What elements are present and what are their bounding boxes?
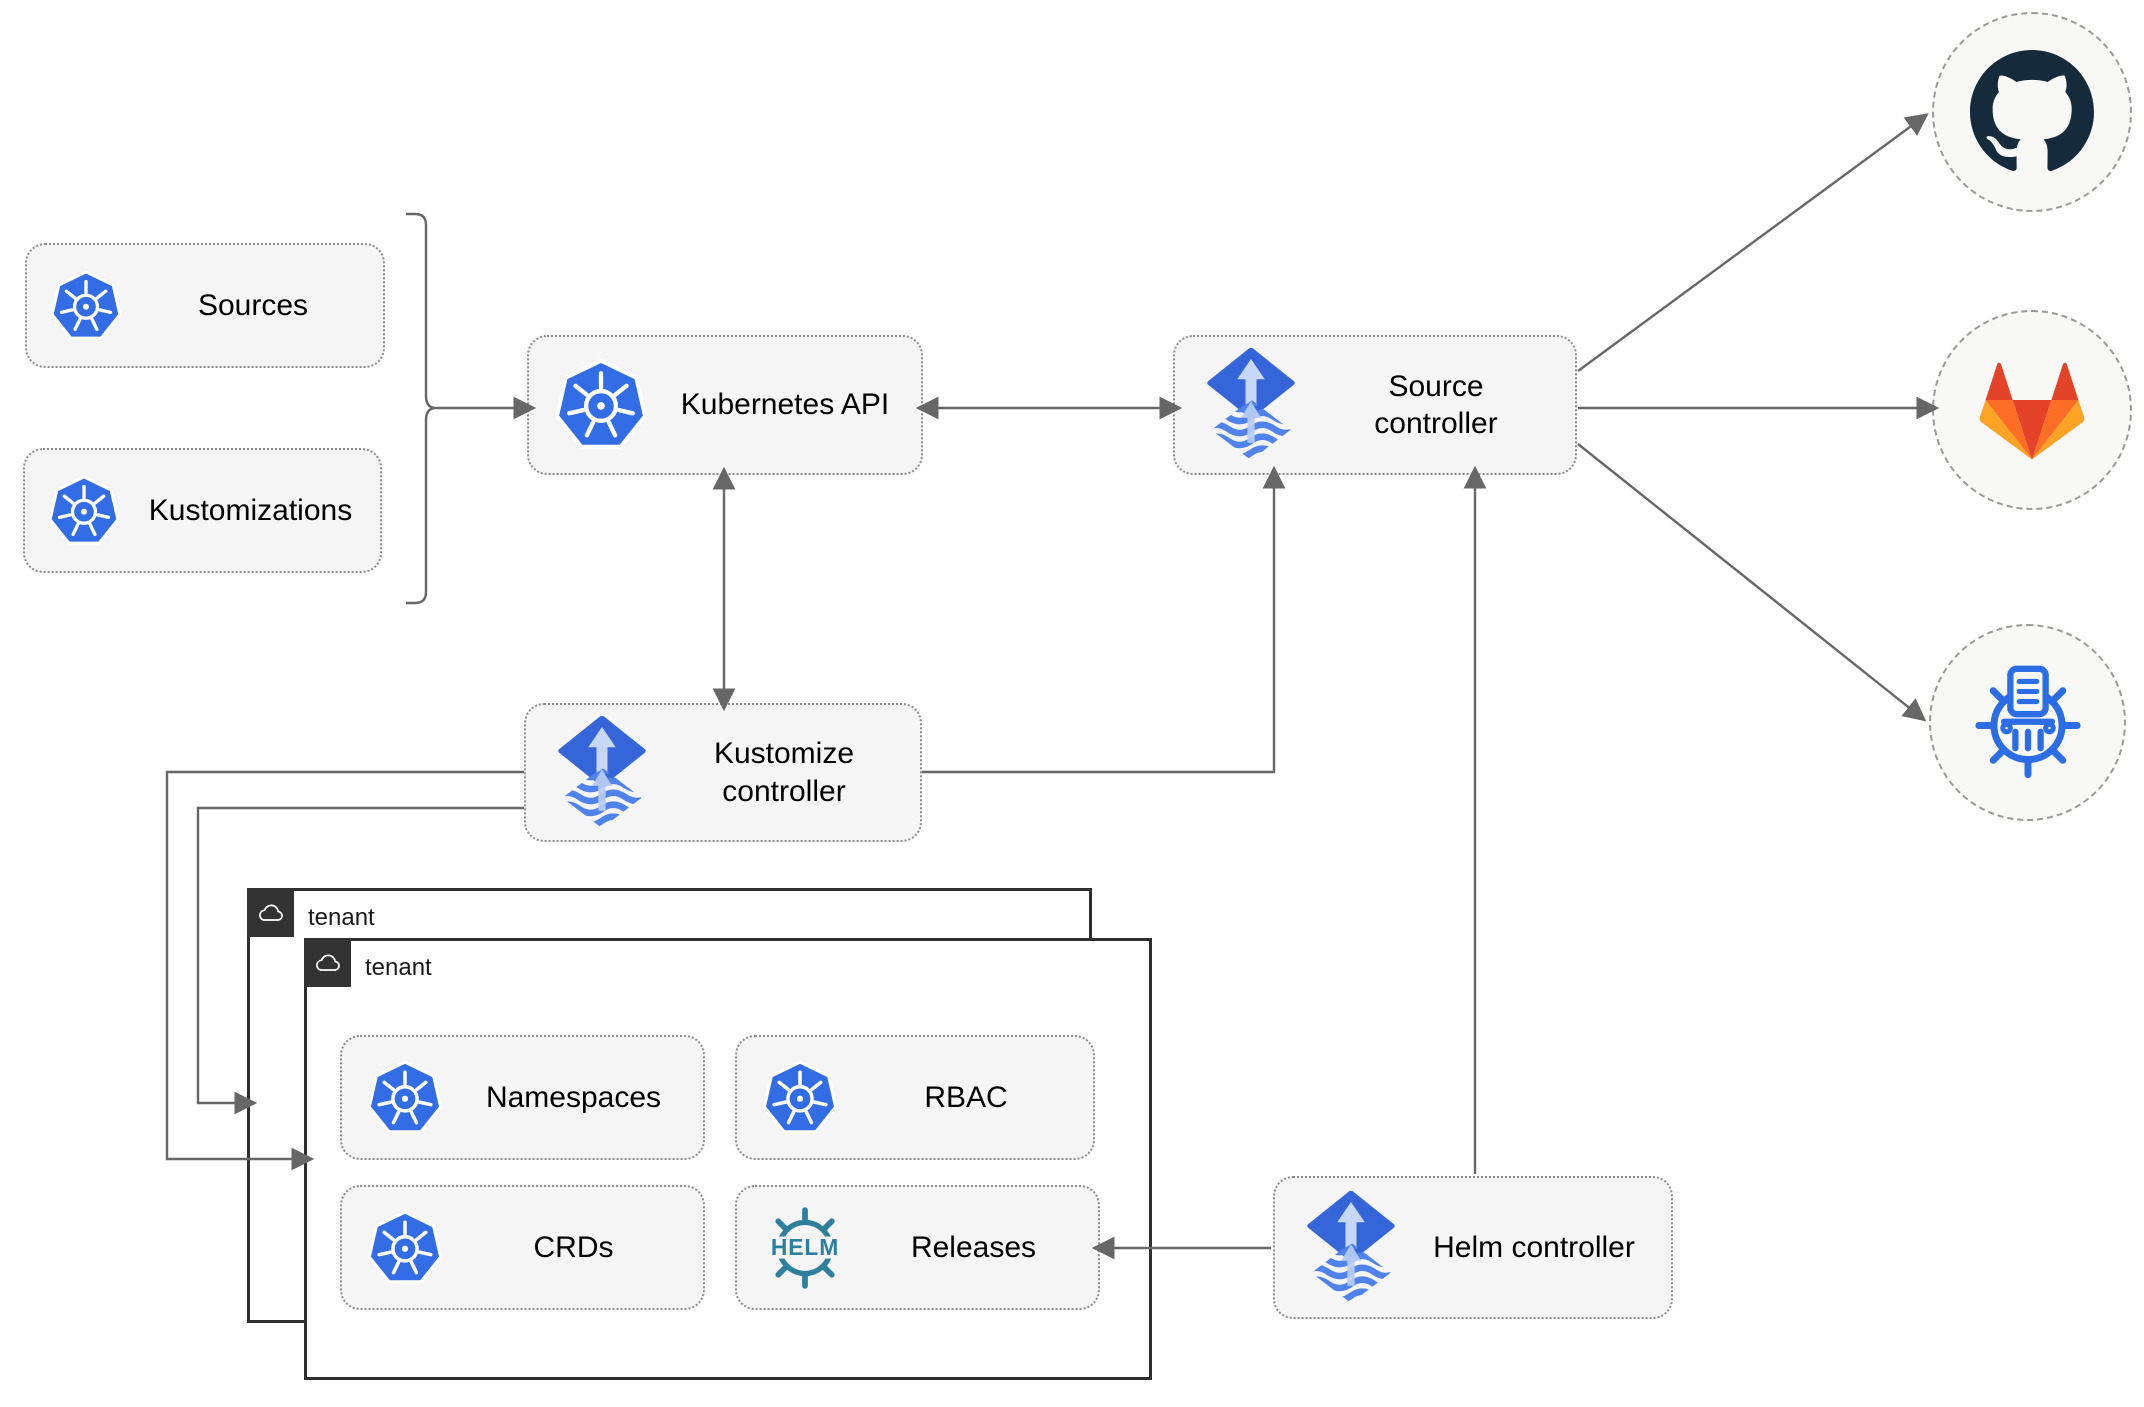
external-github xyxy=(1932,12,2132,212)
edge-source-github xyxy=(1577,113,1929,372)
cloud-icon xyxy=(258,904,283,921)
node-label: Source controller xyxy=(1374,369,1498,441)
cloud-icon xyxy=(315,954,340,971)
external-chartmuseum xyxy=(1929,624,2126,821)
kubernetes-icon xyxy=(366,1059,444,1137)
edge-source-chartmuseum xyxy=(1577,443,1927,722)
node-label: Kustomizations xyxy=(148,493,353,527)
kubernetes-icon xyxy=(49,269,123,343)
node-kustomize-controller: Kustomize controller xyxy=(524,703,922,842)
edge-kustomize-source xyxy=(922,465,1286,774)
node-label: Sources xyxy=(197,288,309,322)
node-label: Kustomize controller xyxy=(713,737,855,808)
node-label: Namespaces xyxy=(485,1080,662,1114)
kubernetes-icon xyxy=(366,1209,444,1287)
node-rbac: RBAC xyxy=(735,1035,1095,1160)
github-octocat-icon xyxy=(1970,50,2094,171)
kubernetes-icon xyxy=(47,474,121,548)
chartmuseum-wheel-icon xyxy=(1965,660,2091,786)
node-label: Releases xyxy=(910,1230,1037,1264)
node-label: Kubernetes API xyxy=(680,388,890,422)
node-source-controller: Source controller xyxy=(1173,335,1577,475)
kubernetes-icon xyxy=(761,1059,839,1137)
helm-icon xyxy=(761,1204,849,1292)
kubernetes-icon xyxy=(553,357,649,453)
gitlab-fox-icon xyxy=(1979,362,2085,460)
tenant-tab xyxy=(247,888,294,937)
node-label: Helm controller xyxy=(1433,1230,1635,1264)
node-label: CRDs xyxy=(533,1230,614,1264)
node-releases: Releases xyxy=(735,1185,1100,1310)
node-kustomizations: Kustomizations xyxy=(23,448,382,573)
node-namespaces: Namespaces xyxy=(340,1035,705,1160)
tenant-label: tenant xyxy=(365,954,432,981)
flux-icon xyxy=(556,716,648,830)
bracket xyxy=(406,212,437,605)
node-sources: Sources xyxy=(25,243,385,368)
node-label: RBAC xyxy=(924,1080,1008,1114)
flux-icon xyxy=(1305,1191,1397,1305)
node-kubernetes-api: Kubernetes API xyxy=(527,335,923,475)
tenant-tab xyxy=(304,938,351,987)
flux-icon xyxy=(1205,348,1297,462)
node-crds: CRDs xyxy=(340,1185,705,1310)
node-helm-controller: Helm controller xyxy=(1273,1176,1673,1319)
tenant-label: tenant xyxy=(308,904,375,931)
external-gitlab xyxy=(1932,310,2132,510)
